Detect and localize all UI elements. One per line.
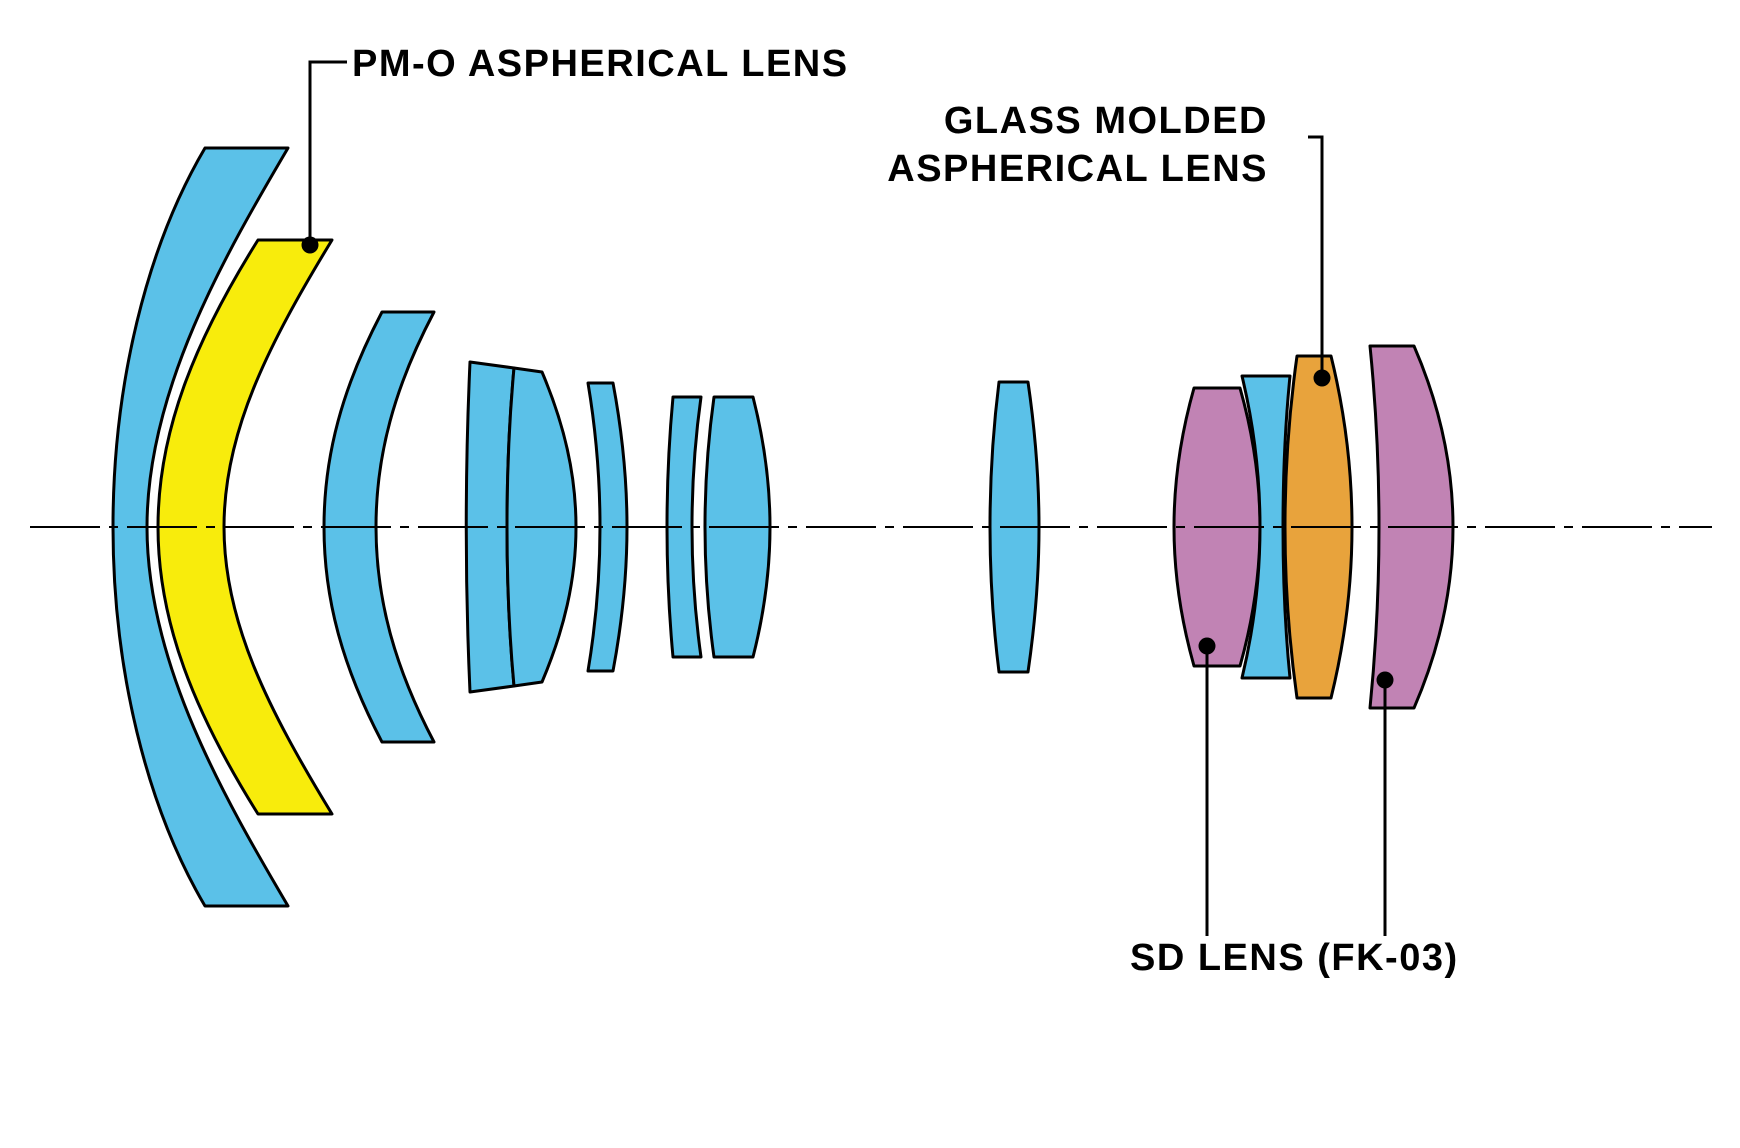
gmo-callout xyxy=(1308,135,1331,387)
label-sd-lens: SD LENS (FK-03) xyxy=(1130,937,1459,979)
lens-element-1-front-meniscus xyxy=(111,146,290,908)
lens-element-2-pmo-aspherical xyxy=(156,238,334,816)
lens-element-9-biconcave xyxy=(1240,374,1292,680)
gmo-leader-line xyxy=(1308,135,1324,378)
label-pmo-aspherical-lens: PM-O ASPHERICAL LENS xyxy=(352,43,849,85)
gmo-callout-dot xyxy=(1313,369,1331,387)
sd-callout-right xyxy=(1376,671,1394,936)
sd-callout-left xyxy=(1198,637,1216,936)
lens-element-5 xyxy=(586,381,629,673)
pmo-callout-dot xyxy=(301,236,319,254)
lens-element-6a xyxy=(665,395,703,659)
pmo-callout xyxy=(301,60,347,254)
sd-callout-dot-left xyxy=(1198,637,1216,655)
sd-callout-dot-right xyxy=(1376,671,1394,689)
label-glass-molded-line2: ASPHERICAL LENS xyxy=(887,148,1268,190)
label-glass-molded-line1: GLASS MOLDED xyxy=(944,100,1268,142)
lens-element-3-meniscus xyxy=(322,310,436,744)
pmo-leader-line xyxy=(308,60,347,245)
